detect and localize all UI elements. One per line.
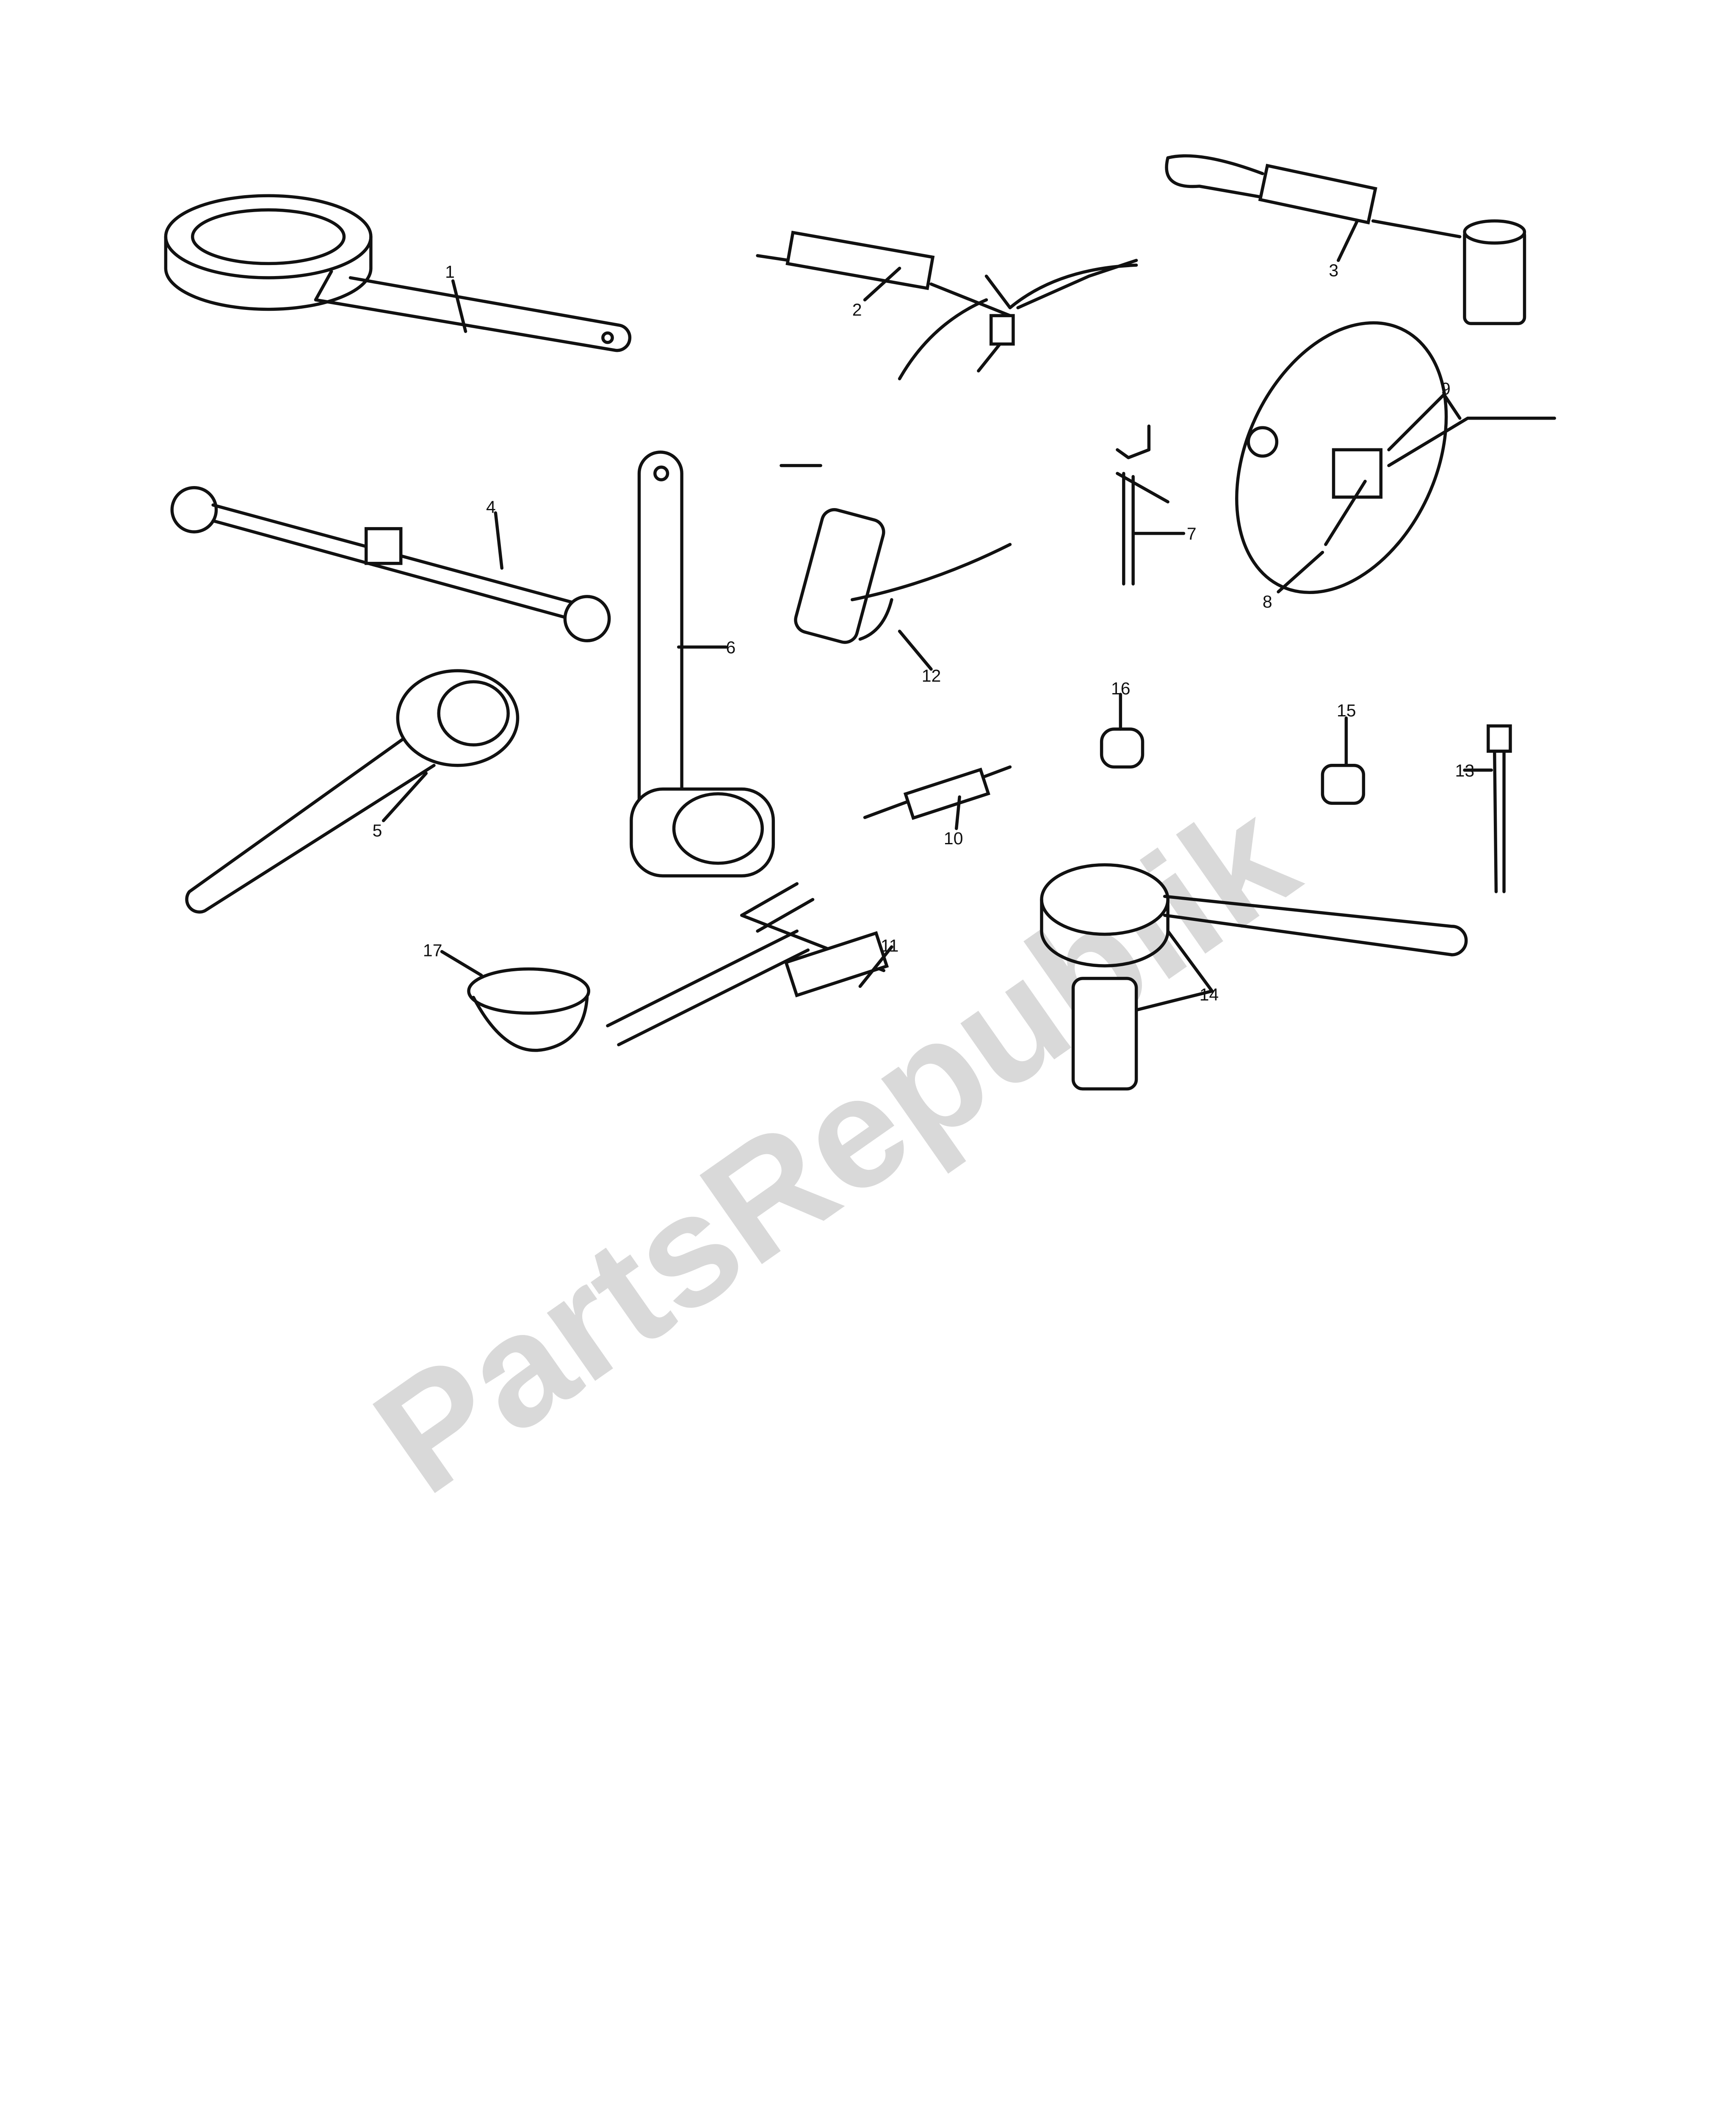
label-9: 9 [1441, 379, 1451, 398]
label-13: 13 [1455, 761, 1475, 780]
label-5: 5 [373, 821, 382, 840]
part-11-t-handle-wrench[interactable] [606, 882, 889, 1047]
part-14-wrench-socket[interactable] [1040, 863, 1468, 1091]
part-2-puller[interactable] [756, 230, 1138, 381]
label-8: 8 [1263, 592, 1272, 611]
part-7-gauge-pin[interactable] [1116, 424, 1169, 586]
part-1-ring-wrench[interactable] [164, 194, 632, 352]
part-12-extractor[interactable] [780, 464, 1012, 645]
label-17: 17 [423, 941, 442, 960]
label-11: 11 [881, 936, 899, 956]
label-2: 2 [852, 300, 862, 319]
label-16: 16 [1111, 679, 1131, 698]
part-17-filter-wrench[interactable] [467, 967, 591, 1052]
leader-lines [382, 219, 1493, 1012]
part-15-cap[interactable] [1321, 763, 1366, 805]
label-6: 6 [726, 638, 736, 657]
part-8-degree-disc[interactable] [1196, 289, 1556, 626]
part-5-socket-wrench[interactable] [185, 669, 520, 914]
watermark: PartsRepublik [344, 766, 1326, 1528]
label-12: 12 [922, 666, 941, 685]
part-6-pin-wrench[interactable] [630, 450, 775, 878]
part-4-double-spanner[interactable] [170, 486, 611, 642]
label-1: 1 [445, 262, 455, 282]
part-3-spring-compressor[interactable] [1165, 154, 1526, 325]
label-7: 7 [1187, 524, 1197, 544]
label-10: 10 [944, 829, 963, 848]
label-3: 3 [1329, 260, 1338, 280]
part-13-pin-punch[interactable] [1487, 724, 1512, 893]
label-14: 14 [1200, 985, 1219, 1004]
label-4: 4 [486, 497, 496, 517]
part-16-cap[interactable] [1100, 727, 1144, 769]
part-10-drift[interactable] [863, 765, 1012, 820]
special-tools-diagram: PartsRepublik [164, 154, 1556, 1528]
label-15: 15 [1337, 701, 1356, 720]
